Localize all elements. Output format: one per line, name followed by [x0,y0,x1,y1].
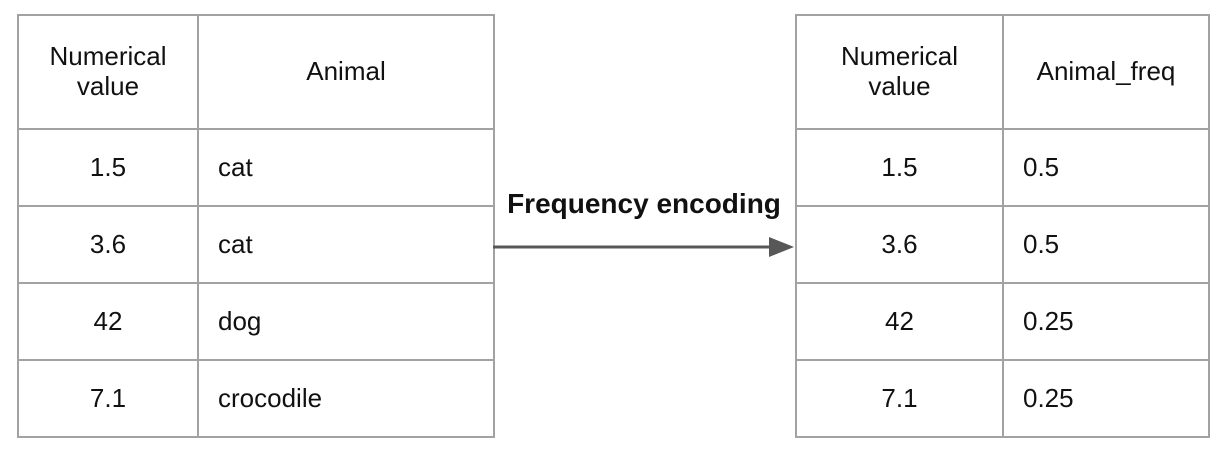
column-header-label: Numerical value [840,41,959,101]
table-row: 1.5 0.5 [795,128,1210,207]
cell-numerical-value: 1.5 [17,128,199,207]
table-header-row: Numerical value Animal [17,14,495,130]
cell-animal: cat [197,128,495,207]
cell-animal-freq: 0.25 [1002,282,1210,361]
cell-animal: dog [197,282,495,361]
cell-animal-freq: 0.5 [1002,128,1210,207]
cell-numerical-value: 3.6 [795,205,1004,284]
table-row: 1.5 cat [17,128,495,207]
column-header-numerical-value: Numerical value [17,14,199,130]
cell-animal: cat [197,205,495,284]
encoded-data-table: Numerical value Animal_freq 1.5 0.5 3.6 … [795,14,1210,438]
arrow-graphic [493,237,794,257]
table-row: 3.6 0.5 [795,205,1210,284]
cell-numerical-value: 7.1 [795,359,1004,438]
right-arrow-icon [493,230,795,264]
arrow-label: Frequency encoding [507,188,781,219]
column-header-label: Numerical value [49,41,167,101]
cell-animal: crocodile [197,359,495,438]
original-data-table: Numerical value Animal 1.5 cat 3.6 cat 4… [17,14,495,438]
table-header-row: Numerical value Animal_freq [795,14,1210,130]
table-row: 3.6 cat [17,205,495,284]
cell-animal-freq: 0.25 [1002,359,1210,438]
column-header-animal: Animal [197,14,495,130]
cell-numerical-value: 7.1 [17,359,199,438]
cell-animal-freq: 0.5 [1002,205,1210,284]
table-row: 42 dog [17,282,495,361]
column-header-animal-freq: Animal_freq [1002,14,1210,130]
cell-numerical-value: 42 [795,282,1004,361]
table-row: 42 0.25 [795,282,1210,361]
table-row: 7.1 0.25 [795,359,1210,438]
column-header-numerical-value: Numerical value [795,14,1004,130]
cell-numerical-value: 42 [17,282,199,361]
cell-numerical-value: 3.6 [17,205,199,284]
table-row: 7.1 crocodile [17,359,495,438]
cell-numerical-value: 1.5 [795,128,1004,207]
